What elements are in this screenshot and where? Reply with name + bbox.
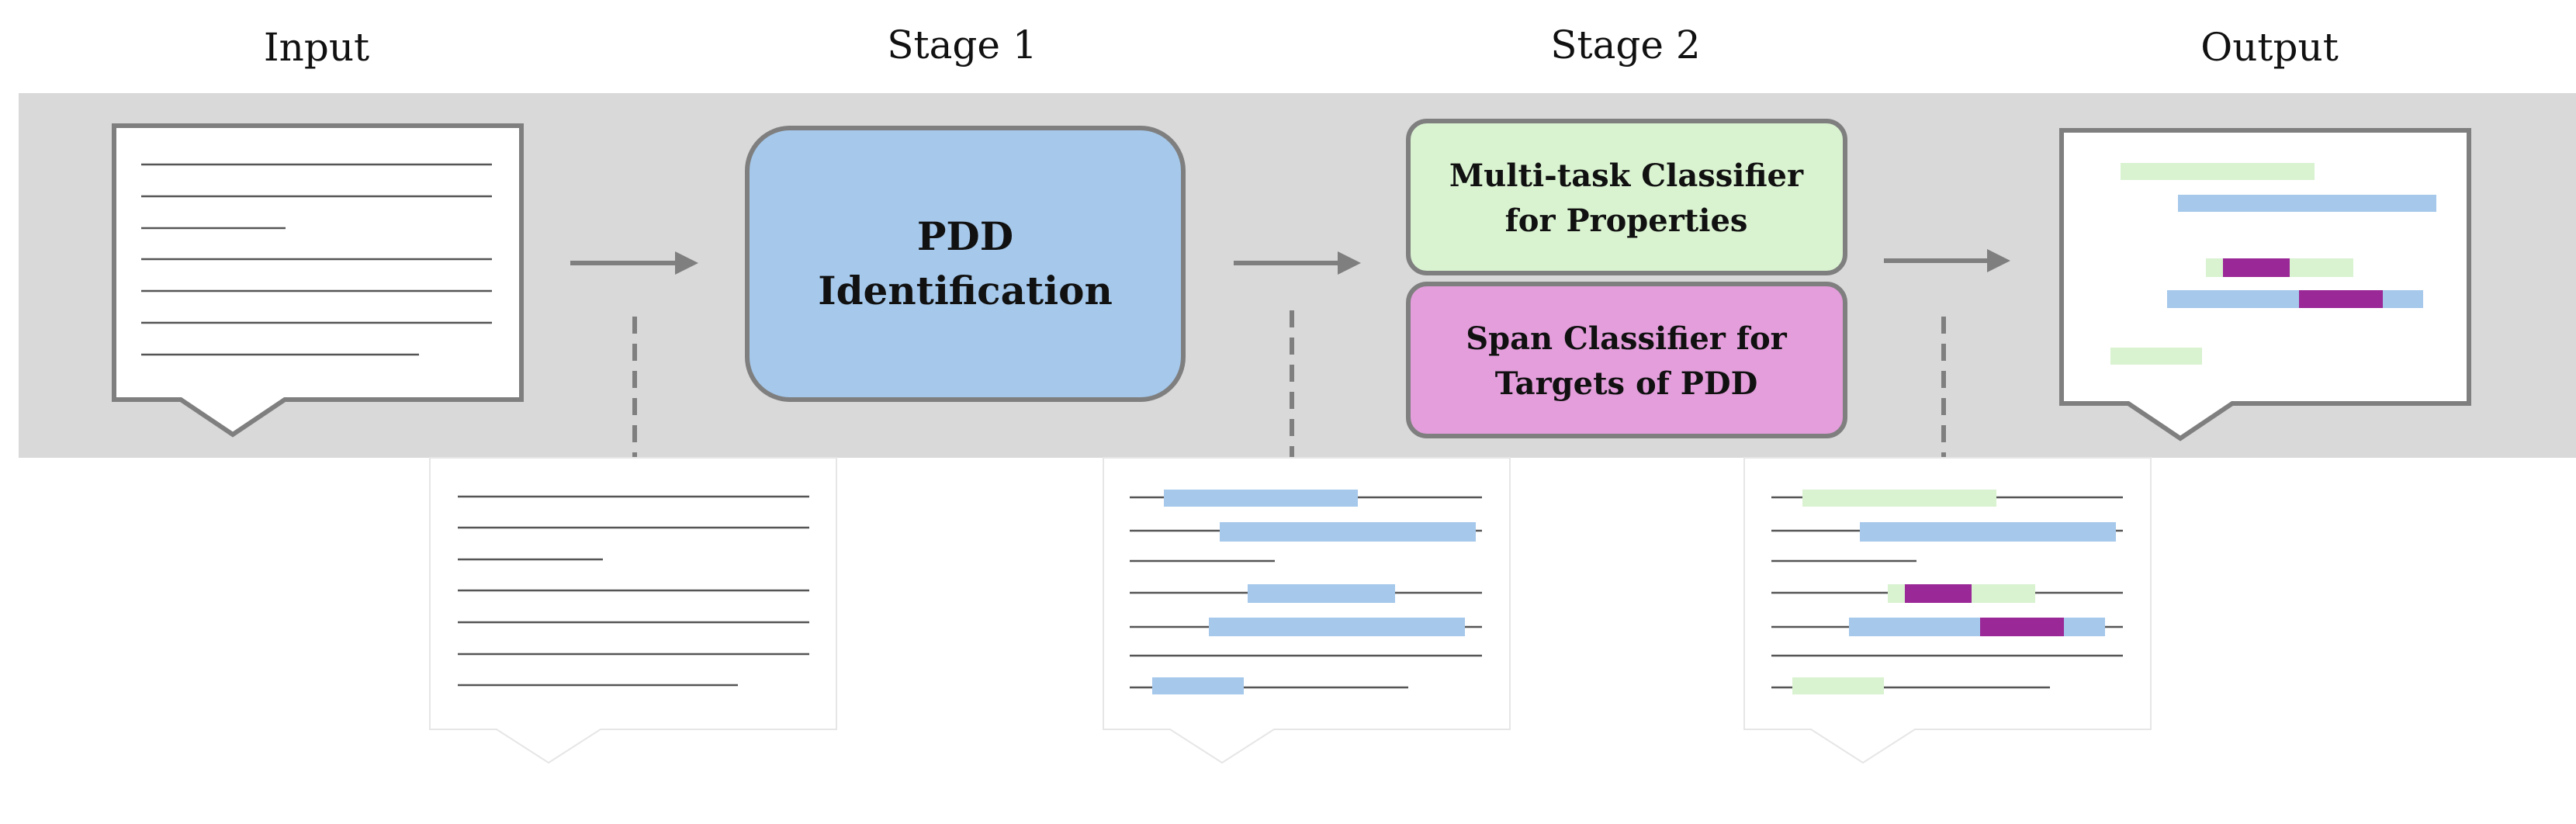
pdd-identification-line1: PDD xyxy=(917,213,1013,259)
right-arrow-icon xyxy=(1234,251,1361,275)
header-stage1: Stage 1 xyxy=(887,23,1037,68)
properties-classifier-line1: Multi-task Classifier xyxy=(1449,158,1804,194)
targets-classifier-box: Span Classifier for Targets of PDD xyxy=(1406,282,1847,438)
pdd-identification-box: PDD Identification xyxy=(745,126,1186,402)
preview-document-stage1 xyxy=(1103,457,1511,764)
header-input: Input xyxy=(264,25,369,70)
header-stage2: Stage 2 xyxy=(1550,23,1700,68)
output-document-icon xyxy=(2059,128,2471,441)
properties-classifier-box: Multi-task Classifier for Properties xyxy=(1406,119,1847,275)
preview-document-stage2 xyxy=(1743,457,2152,764)
output-document-spans xyxy=(2110,163,2436,365)
input-document-text-lines xyxy=(141,163,492,356)
preview-document-input xyxy=(429,457,837,764)
properties-classifier-line2: for Properties xyxy=(1505,203,1748,239)
right-arrow-icon xyxy=(570,251,698,275)
header-output: Output xyxy=(2200,25,2339,70)
input-document-icon xyxy=(112,123,524,438)
right-arrow-icon xyxy=(1884,249,2010,272)
pdd-identification-line2: Identification xyxy=(818,268,1113,313)
targets-classifier-line1: Span Classifier for xyxy=(1466,320,1787,357)
targets-classifier-line2: Targets of PDD xyxy=(1495,365,1758,402)
